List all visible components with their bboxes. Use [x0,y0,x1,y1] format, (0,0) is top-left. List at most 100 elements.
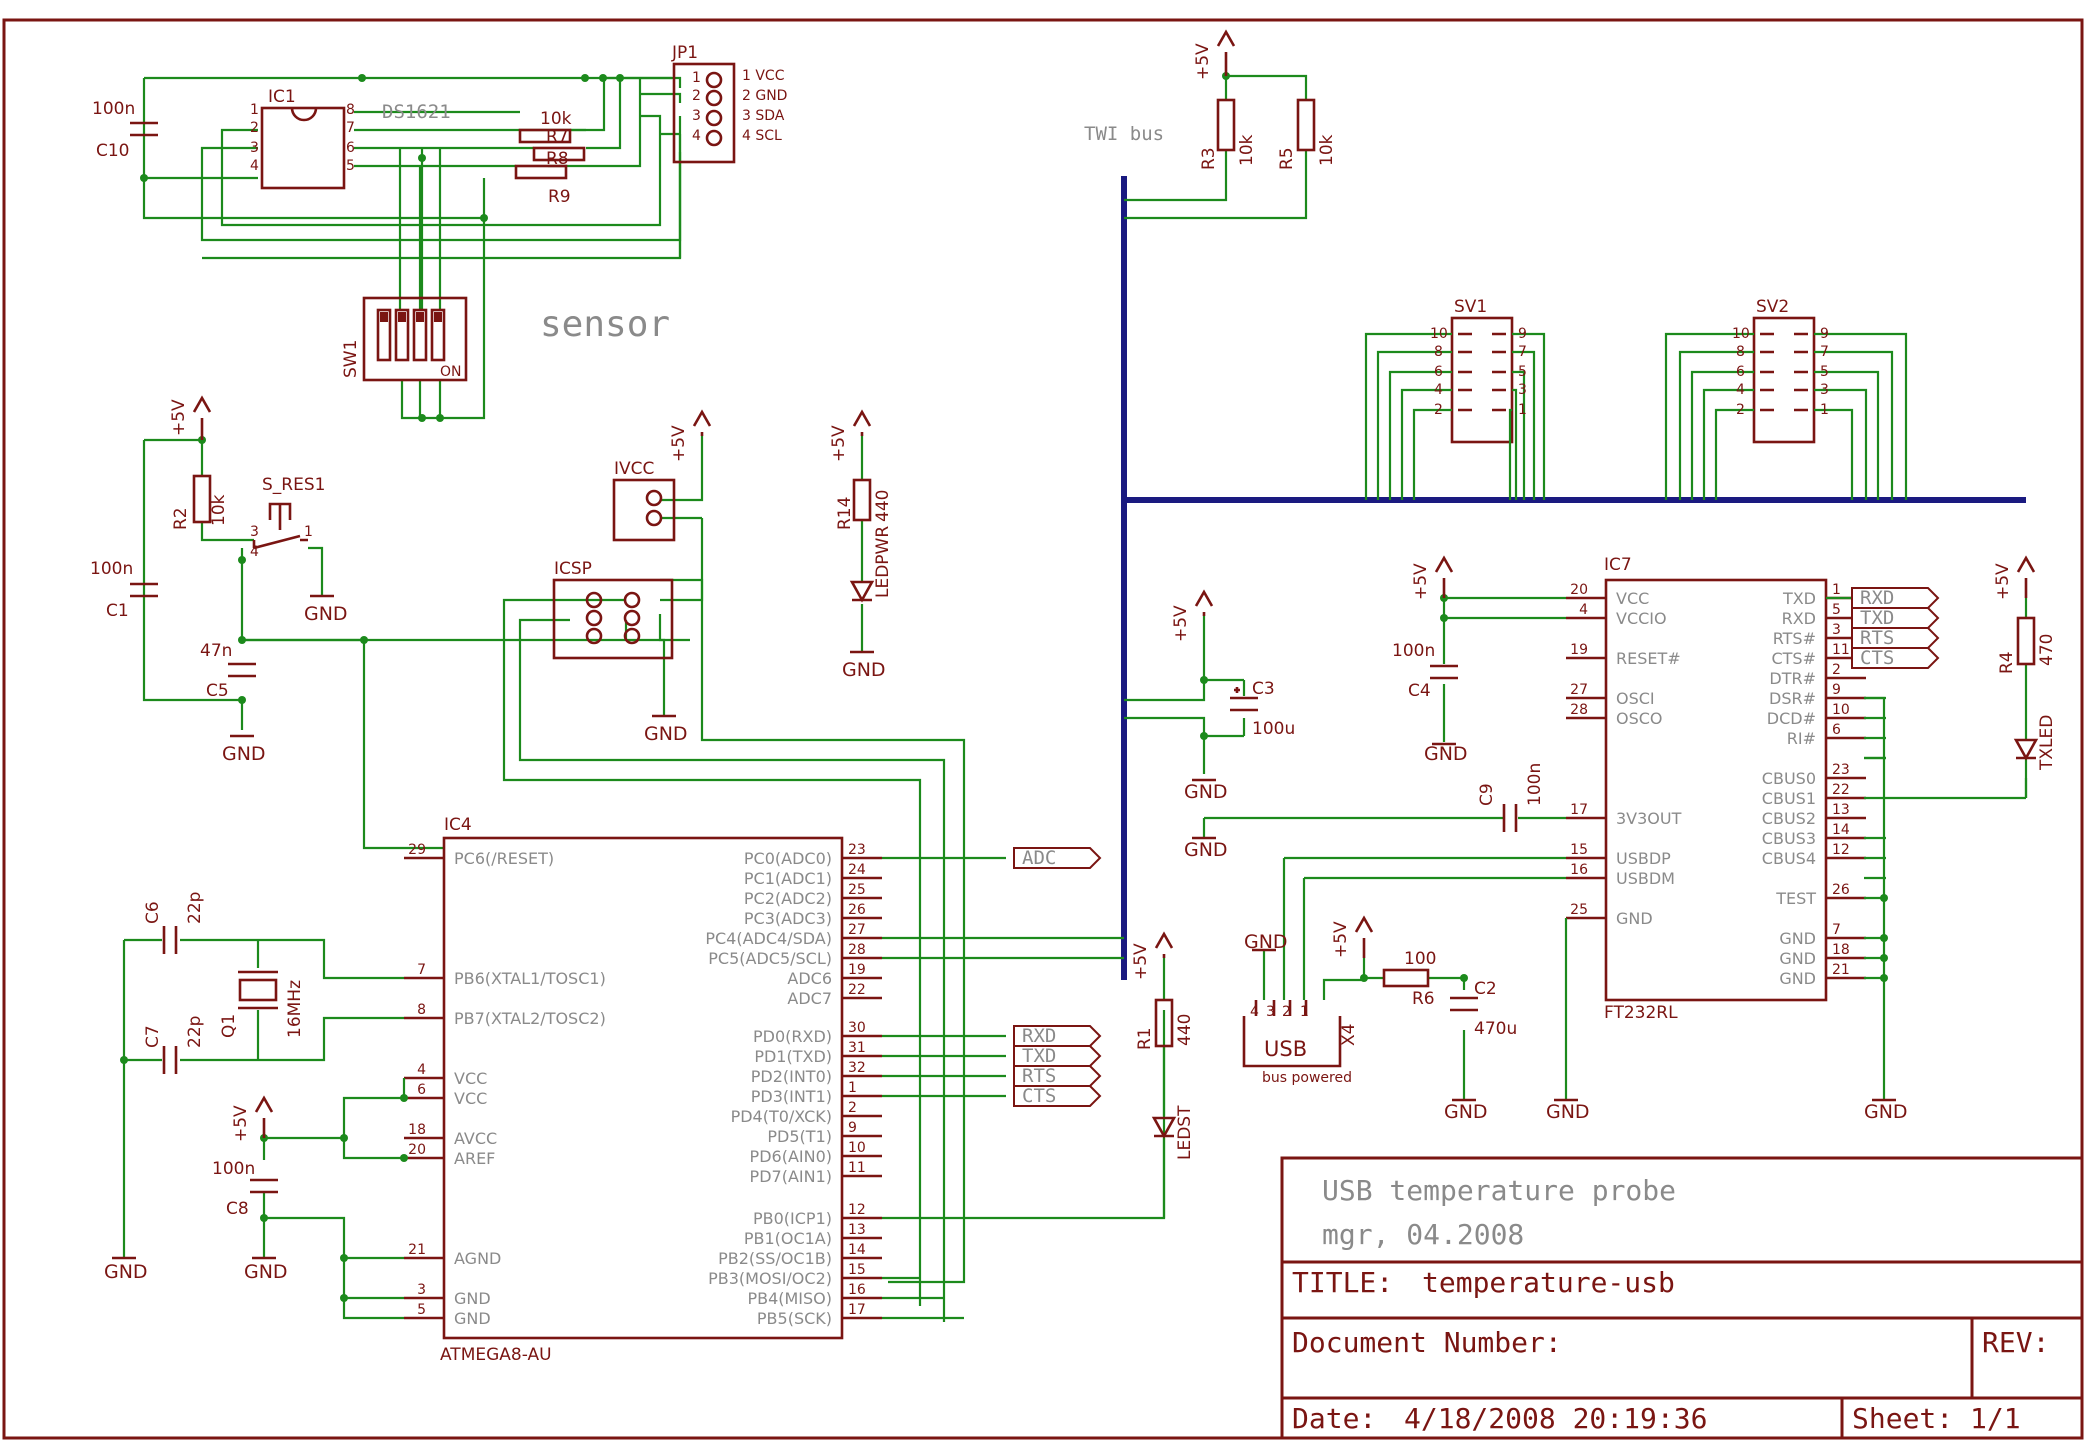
r7-value: 10k [540,109,572,129]
ic7-pin-28-number: 28 [1570,702,1588,718]
r5-ref: R5 [1277,147,1297,170]
gnd-c9: GND [1184,839,1228,861]
r14-value: 440 [873,490,893,522]
flag-ic4-txd [1013,1045,1102,1067]
r8-ref: R8 [546,149,569,169]
tb-rev-label: REV: [1982,1326,2049,1359]
ic7-ref: IC7 [1604,555,1632,575]
ic4-pin-20-name: AREF [454,1149,495,1168]
gnd-ic7: GND [1546,1101,1590,1123]
tb-date-label: Date: [1292,1402,1376,1435]
flag-ic4-txd-label: TXD [1022,1045,1056,1067]
svg-text:1: 1 [1820,402,1829,418]
jp1-header: JP1 12 34 1 VCC 2 GND 3 SDA 4 SCL [671,43,787,164]
ic7-pin-23-number: 23 [1832,762,1850,778]
jp1-ref: JP1 [671,43,698,63]
r6-ref: R6 [1412,989,1435,1009]
c8-value: 100n [212,1159,255,1179]
gnd-c3: GND [1184,781,1228,803]
resistor-r3 [1216,98,1236,152]
ic4-pin-19-name: ADC6 [787,969,832,988]
flag-ic7-rxd-label: RXD [1860,587,1894,609]
plus5v-ic4-label: +5V [231,1105,251,1142]
ic7-pin-18-number: 18 [1832,942,1850,958]
ledpwr-section: +5V R14 440 LEDPWR GND [829,409,893,681]
resistor-r2: R2 10k [171,474,229,530]
ic4-pin-5-number: 5 [417,1302,426,1318]
flag-ic4-rxd-label: RXD [1022,1025,1056,1047]
svg-text:2: 2 [1282,1004,1291,1020]
crystal-q1: Q1 16MHz [219,970,305,1038]
ic4-pin-21-name: AGND [454,1249,501,1268]
ic7-pin-7-number: 7 [1832,922,1841,938]
ic4-pin-18-number: 18 [408,1122,426,1138]
ic4-ref: IC4 [444,815,472,835]
ic4-pin-2-name: PD4(T0/XCK) [731,1107,832,1126]
r1-value: 440 [1175,1014,1195,1046]
plus5v-txled: +5V [1993,555,2036,600]
ic7-pin-22-name: CBUS1 [1762,789,1816,808]
c5-ref: C5 [206,681,229,701]
ic7-pin-20-name: VCC [1616,589,1649,608]
svg-text:3: 3 [1266,1004,1275,1020]
ic7-pin-25-number: 25 [1570,902,1588,918]
svg-text:4: 4 [1250,1004,1259,1020]
ic4-pin-8-name: PB7(XTAL2/TOSC2) [454,1009,606,1028]
ic7-pin-13-name: CBUS2 [1762,809,1816,828]
plus5v-twi: +5V [1193,29,1236,80]
gnd-icsp: GND [644,723,688,745]
s-res1-ref: S_RES1 [262,475,325,495]
r14-ref: R14 [835,497,855,530]
sv1-ref: SV1 [1454,297,1487,317]
ic7-pin-17-number: 17 [1570,802,1588,818]
svg-text:8: 8 [346,102,355,118]
svg-text:3: 3 [1518,382,1527,398]
r4-value: 470 [2037,634,2057,666]
svg-text:8: 8 [1434,344,1443,360]
ic7-pin-6-number: 6 [1832,722,1841,738]
ic7-pin-18-name: GND [1779,949,1816,968]
ic4-pin-6-number: 6 [417,1082,426,1098]
svg-text:7: 7 [1518,344,1527,360]
svg-text:4: 4 [692,128,701,144]
ic4-pin-4-number: 4 [417,1062,426,1078]
r3-ref: R3 [1199,147,1219,170]
resistor-r6 [1382,968,1430,988]
c4-ref: C4 [1408,681,1431,701]
r2-value: 10k [209,494,229,526]
tb-title-value: temperature-usb [1422,1266,1675,1299]
x4-ref: X4 [1339,1024,1359,1046]
ic7-pin-6-name: RI# [1787,729,1816,748]
c7-value: 22p [185,1016,205,1048]
flag-adc [1013,847,1102,869]
c6-ref: C6 [143,901,163,924]
jp1-pin-4: 4 SCL [742,128,782,144]
svg-text:3: 3 [250,524,259,540]
usb-label: USB [1264,1037,1307,1061]
ic7-pin-12-name: CBUS4 [1762,849,1816,868]
r9-ref: R9 [548,187,571,207]
flag-ic7-txd [1851,607,1940,629]
c3-value: 100u [1252,719,1295,739]
ic4-pin-15-name: PB3(MOSI/OC2) [708,1269,832,1288]
bus-powered-label: bus powered [1262,1070,1352,1086]
flag-ic7-cts-label: CTS [1860,647,1894,669]
ic7-pin-23-name: CBUS0 [1762,769,1816,788]
c10-ref: C10 [96,141,130,161]
flag-ic4-rxd [1013,1025,1102,1047]
c4-value: 100n [1392,641,1435,661]
c2-value: 470u [1474,1019,1517,1039]
svg-text:10: 10 [1732,326,1750,342]
plus5v-c3: +5V [1171,589,1214,642]
sw1-on: ON [440,364,462,380]
ic4-pin-9-number: 9 [848,1120,857,1136]
ic4-pin-29-name: PC6(/RESET) [454,849,554,868]
flag-ic4-cts [1013,1085,1102,1107]
c2-ref: C2 [1474,979,1497,999]
c1-value: 100n [90,559,133,579]
ic4-pin-16-name: PB4(MISO) [747,1289,832,1308]
plus5v-ledst: +5V [1131,931,1174,980]
svg-text:1: 1 [304,524,313,540]
ic4-pin-7-number: 7 [417,962,426,978]
